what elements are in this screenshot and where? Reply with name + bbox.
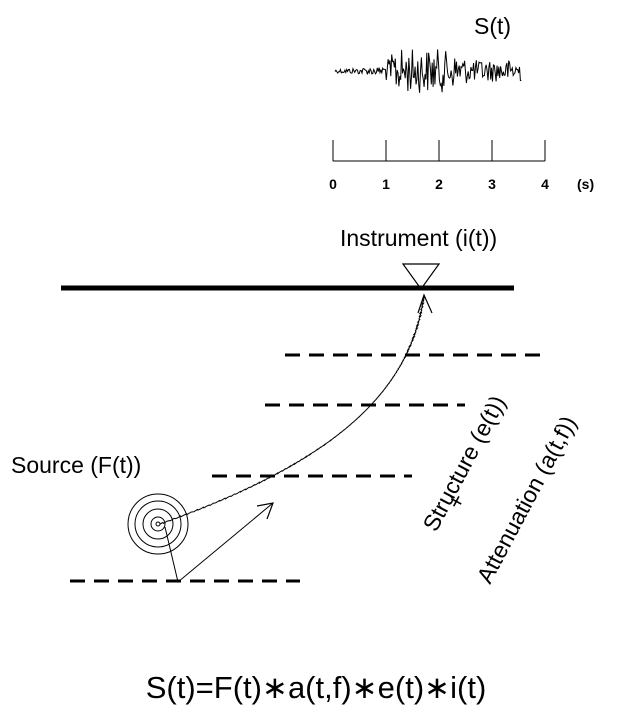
source-label: Source (F(t)) [11,452,141,478]
time-tick-label: 4 [541,176,549,192]
reflected-ray-arrowhead-icon [256,502,274,520]
time-tick-label: 3 [488,176,496,192]
ray-arrowhead-icon [417,293,433,314]
instrument-triangle-icon [401,263,441,291]
reflected-ray [164,502,274,583]
signal-label: S(t) [474,13,511,39]
time-tick-label: 2 [435,176,443,192]
structure-label: Structure (e(t)) [417,391,510,535]
ray-path [159,296,425,525]
convolution-equation: S(t)=F(t)∗a(t,f)∗e(t)∗i(t) [146,670,487,705]
time-tick-label: 1 [382,176,390,192]
source-icon [127,493,189,555]
seismogram-trace [334,49,522,93]
time-tick-label: 0 [329,176,337,192]
layer-boundaries [70,353,540,583]
time-unit-label: (s) [577,176,594,192]
instrument-label: Instrument (i(t)) [340,225,497,251]
time-axis: 0 1 2 3 4 (s) [329,140,594,192]
